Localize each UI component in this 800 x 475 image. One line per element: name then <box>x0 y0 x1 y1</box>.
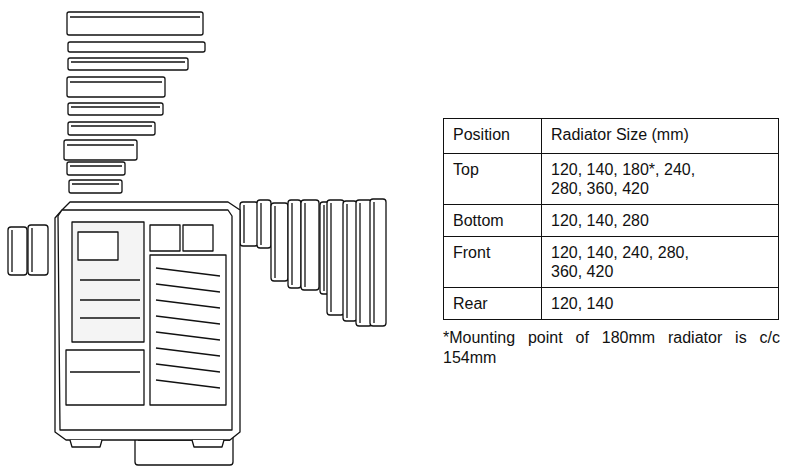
rear-radiators <box>8 225 48 275</box>
pc-case <box>55 202 240 447</box>
table-cell: Bottom <box>444 205 542 236</box>
table-cell-text: Front <box>453 244 490 261</box>
radiator-table: Position Radiator Size (mm) Top 120, 140, 1… <box>443 118 779 320</box>
table-cell: 120, 140, 180*, 240, 280, 360, 420 <box>542 154 778 204</box>
table-row: Top 120, 140, 180*, 240, 280, 360, 420 <box>444 153 778 204</box>
table-cell: Position <box>444 119 542 153</box>
table-cell-text: Rear <box>453 295 488 312</box>
table-cell-text: Bottom <box>453 212 504 229</box>
table-cell-text: Radiator Size (mm) <box>551 125 723 144</box>
table-cell: Radiator Size (mm) <box>542 119 778 153</box>
top-radiators <box>64 12 205 193</box>
table-cell: Rear <box>444 288 542 319</box>
table-cell: Top <box>444 154 542 204</box>
table-cell: 120, 140, 280 <box>542 205 778 236</box>
footnote: *Mounting point of 180mm radiator is c/c… <box>443 329 780 366</box>
table-row: Position Radiator Size (mm) <box>444 119 778 153</box>
table-cell-text: 120, 140, 180*, 240, 280, 360, 420 <box>551 160 723 198</box>
table-cell-text: 120, 140, 280 <box>551 211 723 230</box>
table-row: Rear 120, 140 <box>444 287 778 319</box>
front-radiators <box>240 199 386 326</box>
table-cell-text: Position <box>453 126 510 143</box>
table-row: Front 120, 140, 240, 280, 360, 420 <box>444 236 778 287</box>
table-cell-text: Top <box>453 161 479 178</box>
table-cell: 120, 140 <box>542 288 778 319</box>
table-cell-text: 120, 140, 240, 280, 360, 420 <box>551 243 723 281</box>
table-cell-text: 120, 140 <box>551 294 723 313</box>
table-cell: 120, 140, 240, 280, 360, 420 <box>542 237 778 287</box>
table-footnote-box: *Mounting point of 180mm radiator is c/c… <box>443 328 780 368</box>
table-cell: Front <box>444 237 542 287</box>
table-row: Bottom 120, 140, 280 <box>444 204 778 236</box>
